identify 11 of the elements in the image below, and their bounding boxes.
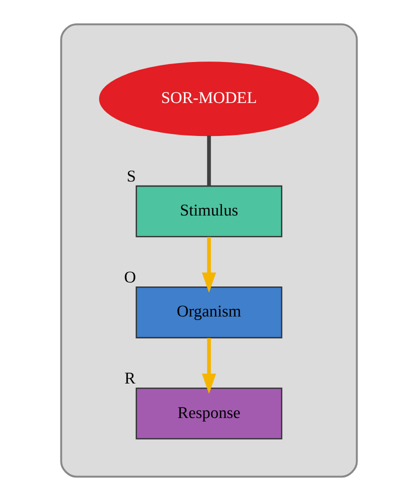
node-label: S <box>126 166 136 186</box>
node-box: Organism <box>135 286 282 338</box>
arrow <box>201 338 216 394</box>
node-box: Response <box>135 387 282 439</box>
connector <box>206 135 210 186</box>
node-box: Stimulus <box>135 184 282 237</box>
cluster <box>60 22 358 478</box>
node-ellipse: SOR-MODEL <box>98 61 318 136</box>
arrow <box>201 236 216 292</box>
node-label: O <box>124 267 136 286</box>
node-label: R <box>124 368 136 388</box>
